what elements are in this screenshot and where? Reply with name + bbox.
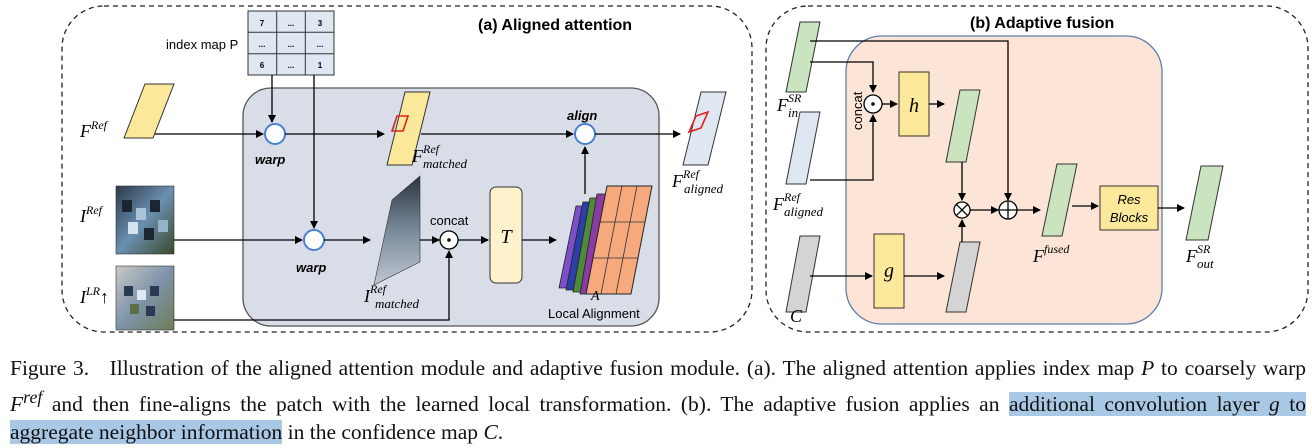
caption-part4: in the confidence map xyxy=(282,420,484,445)
f-aligned-feature xyxy=(682,91,727,166)
index-map-label: index map P xyxy=(166,37,238,52)
res-blocks-module xyxy=(1099,185,1159,231)
caption-p-symbol: P xyxy=(1141,356,1155,380)
caption-part5: . xyxy=(497,420,504,445)
g-label: g xyxy=(884,260,894,282)
i-lr-label: ILR↑ xyxy=(79,284,109,307)
caption-f-symbol: F xyxy=(10,391,24,416)
f-aligned-input-feature xyxy=(785,111,821,185)
panel-a-title: (a) Aligned attention xyxy=(478,17,632,34)
c-label: C xyxy=(790,306,803,326)
res-blocks-line1: Res xyxy=(1117,192,1141,207)
index-map-cell: 1 xyxy=(318,61,323,70)
i-ref-label: IRef xyxy=(79,203,104,226)
index-map-cell: 3 xyxy=(318,19,323,28)
f-matched-region xyxy=(390,115,410,132)
index-map-grid: 7 ... 3 ... ... ... 6 ... 1 xyxy=(247,10,335,76)
warp-top-operator xyxy=(264,123,286,145)
index-map-cell: ... xyxy=(259,40,266,49)
f-fused-feature xyxy=(1041,163,1078,237)
concat-dot xyxy=(447,238,451,242)
index-map-cell: ... xyxy=(288,40,295,49)
i-ref-image xyxy=(115,185,175,255)
f-aligned-region xyxy=(687,110,710,134)
caption-figure-number: Figure 3. xyxy=(10,356,90,380)
g-module xyxy=(873,233,905,309)
index-map-cell: 7 xyxy=(260,19,265,28)
warp-bottom-label: warp xyxy=(296,260,326,275)
a-label: A xyxy=(590,289,600,304)
f-in-feature xyxy=(785,21,821,93)
f-ref-label: FRef xyxy=(79,118,109,141)
confidence-map-feature xyxy=(785,235,821,313)
caption-c-symbol: C xyxy=(483,420,498,445)
warp-top-label: warp xyxy=(255,152,285,167)
caption-highlight-1: additional convolution layer xyxy=(1008,391,1270,416)
caption-f-superscript: ref xyxy=(23,386,43,407)
res-blocks-line2: Blocks xyxy=(1110,210,1149,225)
f-fused-label: Ffused xyxy=(1032,242,1070,266)
index-map-cell: ... xyxy=(288,19,295,28)
f-ref-feature xyxy=(123,83,175,139)
align-operator xyxy=(574,123,596,145)
f-out-feature xyxy=(1185,165,1224,241)
panel-a-border xyxy=(61,5,753,333)
caption-part2: to coarsely warp xyxy=(1154,356,1307,380)
fusion-concat-label: concat xyxy=(850,91,865,130)
panel-a-aligned-attention: (a) Aligned attention index map P 7 ... … xyxy=(61,5,753,333)
panel-a-inner-region xyxy=(242,87,660,327)
t-module xyxy=(489,186,523,284)
h-label: h xyxy=(909,95,919,117)
caption-part1: Illustration of the aligned attention mo… xyxy=(109,356,1142,380)
align-label: align xyxy=(567,108,597,123)
figure-diagram: (a) Aligned attention index map P 7 ... … xyxy=(61,5,1309,333)
h-output-feature xyxy=(945,89,981,163)
g-output-feature xyxy=(945,241,981,313)
fusion-concat-dot xyxy=(871,102,875,106)
multiply-operator xyxy=(953,201,971,219)
index-map-cell: 6 xyxy=(260,61,265,70)
concat-label: concat xyxy=(430,213,469,228)
add-operator xyxy=(998,200,1018,220)
t-label: T xyxy=(500,226,513,248)
caption-part3: and then fine-aligns the patch with the … xyxy=(42,391,1009,416)
i-lr-image xyxy=(115,265,175,331)
figure-caption: Figure 3. Illustration of the aligned at… xyxy=(10,354,1306,447)
panel-b-border xyxy=(765,5,1309,333)
local-alignment-label: Local Alignment xyxy=(548,306,640,321)
warp-bottom-operator xyxy=(303,229,325,251)
local-alignment-stack xyxy=(558,185,653,295)
h-module xyxy=(898,71,930,137)
panel-b-title: (b) Adaptive fusion xyxy=(970,15,1114,32)
index-map-cell: ... xyxy=(317,40,324,49)
caption-g-symbol: g xyxy=(1269,391,1280,416)
i-matched-image xyxy=(373,175,421,286)
index-map-cell: ... xyxy=(288,61,295,70)
